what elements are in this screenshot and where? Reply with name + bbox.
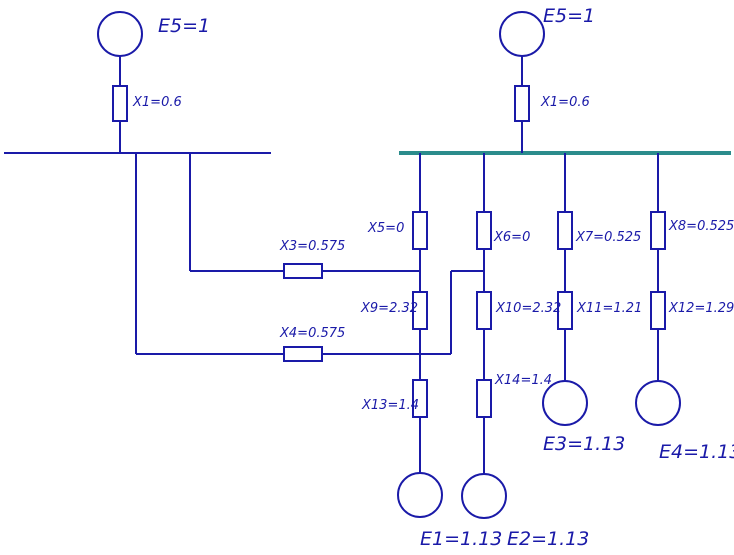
label-e2: E2=1.13 — [507, 528, 589, 550]
source-e4 — [635, 380, 681, 426]
label-x5: X5=0 — [367, 221, 404, 236]
label-x11: X11=1.21 — [576, 301, 642, 316]
resistor-x3 — [283, 263, 323, 279]
source-e3 — [542, 380, 588, 426]
label-e5-left: E5=1 — [158, 15, 210, 37]
label-e5-right: E5=1 — [543, 5, 595, 27]
label-x13: X13=1.4 — [361, 398, 419, 413]
label-x12: X12=1.29 — [668, 301, 734, 316]
resistor-x6 — [476, 211, 492, 250]
label-x6: X6=0 — [493, 230, 530, 245]
label-x14: X14=1.4 — [494, 373, 552, 388]
label-x10: X10=2.32 — [495, 301, 561, 316]
source-e1 — [397, 472, 443, 518]
label-x3: X3=0.575 — [279, 239, 345, 254]
source-e5-left — [97, 11, 143, 57]
resistor-x14 — [476, 379, 492, 418]
resistor-x1-right — [514, 85, 530, 122]
label-x8: X8=0.525 — [668, 219, 734, 234]
resistor-x8 — [650, 211, 666, 250]
label-e3: E3=1.13 — [543, 433, 625, 455]
resistor-x10 — [476, 291, 492, 330]
resistor-x12 — [650, 291, 666, 330]
resistor-x5 — [412, 211, 428, 250]
label-e1: E1=1.13 — [420, 528, 502, 550]
resistor-x7 — [557, 211, 573, 250]
source-e2 — [461, 473, 507, 519]
resistor-x4 — [283, 346, 323, 362]
label-x1-right: X1=0.6 — [540, 95, 590, 110]
label-x4: X4=0.575 — [279, 326, 345, 341]
resistor-x1-left — [112, 85, 128, 122]
label-x9: X9=2.32 — [360, 301, 418, 316]
label-e4: E4=1.13 — [659, 441, 734, 463]
label-x7: X7=0.525 — [575, 230, 641, 245]
source-e5-right — [499, 11, 545, 57]
label-x1-left: X1=0.6 — [132, 95, 182, 110]
